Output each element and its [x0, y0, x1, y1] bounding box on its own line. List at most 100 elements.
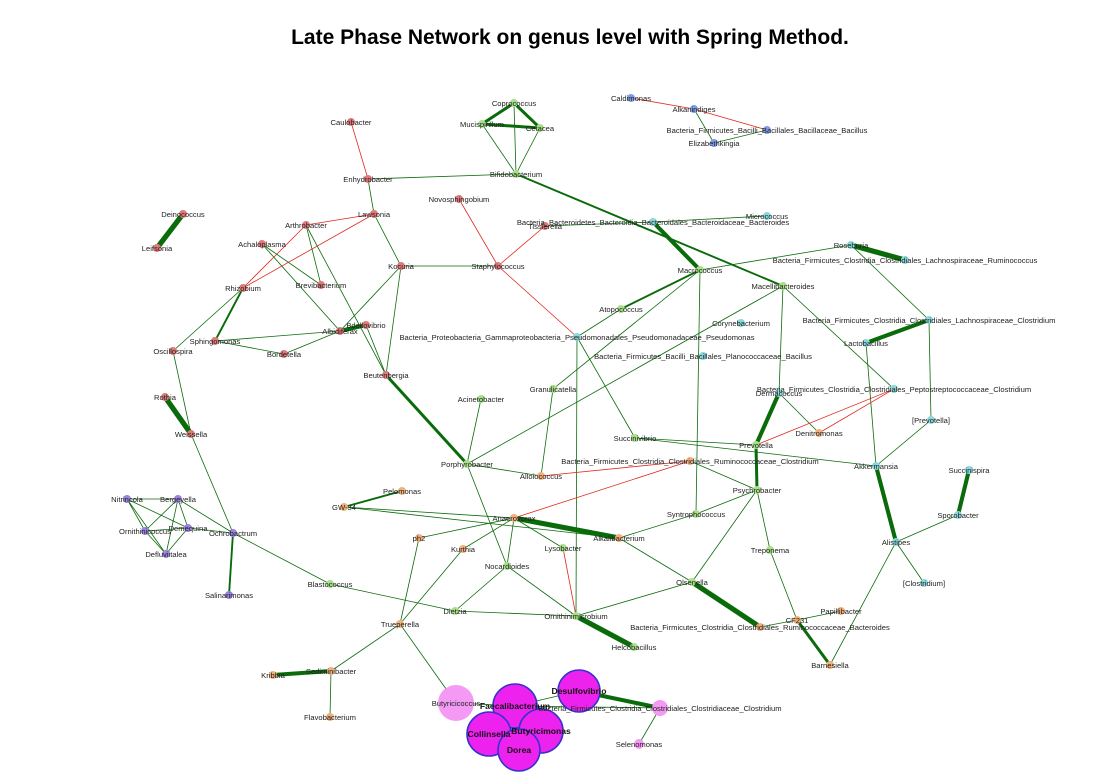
- node-Syntrophococcus[interactable]: [692, 510, 700, 518]
- node-Sphingomonas[interactable]: [211, 337, 219, 345]
- node-Truepereila[interactable]: [396, 620, 404, 628]
- node-Defluviitalea[interactable]: [162, 550, 170, 558]
- node-label-Dorea: Dorea: [507, 745, 532, 755]
- node-Mucispirillum[interactable]: [478, 120, 486, 128]
- node-CF231[interactable]: [793, 616, 801, 624]
- edge-Syntrophococcus-Alkalibacterium: [618, 513, 697, 539]
- node-Selenomonas[interactable]: [634, 739, 644, 749]
- node-label-Denitromonas: Denitromonas: [795, 429, 842, 438]
- node-Leifsonia[interactable]: [153, 244, 161, 252]
- node-Atopococcus[interactable]: [617, 305, 625, 313]
- edge-Blastococcus-Dietzia: [329, 583, 456, 612]
- node-Elizabethkingia[interactable]: [710, 139, 718, 147]
- node-Bergeyella[interactable]: [174, 495, 182, 503]
- node-Olsenella[interactable]: [688, 578, 696, 586]
- node-Succinivibrio[interactable]: [631, 434, 639, 442]
- node-Macrococcus[interactable]: [696, 266, 704, 274]
- node-Albidiferax[interactable]: [336, 327, 344, 335]
- node-Acinetobacter[interactable]: [477, 395, 485, 403]
- node-Cetacea[interactable]: [536, 124, 544, 132]
- node-Corynebacterium[interactable]: [737, 319, 745, 327]
- node-Kribbia[interactable]: [269, 671, 277, 679]
- node-Lawsonia[interactable]: [370, 210, 378, 218]
- node-Ochrobactrum[interactable]: [229, 529, 237, 537]
- node-Roseburia[interactable]: [847, 241, 855, 249]
- node-Marinilabiliaceae[interactable]: [779, 282, 787, 290]
- node-Pelomonas[interactable]: [398, 487, 406, 495]
- node-Salinarimonas[interactable]: [225, 591, 233, 599]
- node-Clostridium[interactable]: [920, 579, 928, 587]
- node-BFCCRB[interactable]: [756, 623, 764, 631]
- node-Barnesiella[interactable]: [826, 661, 834, 669]
- node-Alistipes[interactable]: [892, 538, 900, 546]
- node-Deinococcus[interactable]: [179, 210, 187, 218]
- node-Akkermansia[interactable]: [872, 462, 880, 470]
- node-Alkalibacterium[interactable]: [615, 534, 623, 542]
- node-Caulobacter[interactable]: [347, 118, 355, 126]
- node-BFCCPC[interactable]: [890, 385, 898, 393]
- node-BBBBB[interactable]: [649, 218, 657, 226]
- node-Rothia[interactable]: [161, 393, 169, 401]
- node-ph2[interactable]: [415, 534, 423, 542]
- node-BFCCRC[interactable]: [686, 457, 694, 465]
- node-Sporobacter[interactable]: [954, 511, 962, 519]
- node-Lactobacillus[interactable]: [862, 339, 870, 347]
- node-Bdellovibrio[interactable]: [362, 321, 370, 329]
- node-Brevibacterium[interactable]: [317, 281, 325, 289]
- node-Porphyrobacter[interactable]: [463, 460, 471, 468]
- node-Alkanindiges[interactable]: [690, 105, 698, 113]
- node-Rhizobium[interactable]: [239, 284, 247, 292]
- node-Enhydrobacter[interactable]: [364, 175, 372, 183]
- node-Beutenbergia[interactable]: [382, 371, 390, 379]
- node-Desulfovibrio[interactable]: [557, 669, 601, 713]
- node-Helcobacillus[interactable]: [630, 643, 638, 651]
- node-Treponema[interactable]: [766, 546, 774, 554]
- edge-Dermacoccus-Prevotella2: [753, 390, 782, 448]
- node-Kurthia[interactable]: [459, 545, 467, 553]
- node-Nocardioides[interactable]: [503, 562, 511, 570]
- node-Granulicatella[interactable]: [549, 385, 557, 393]
- node-Alloiococcus[interactable]: [537, 472, 545, 480]
- node-Staphylococcus[interactable]: [494, 262, 502, 270]
- node-Anaerovorax[interactable]: [510, 514, 518, 522]
- node-Novosphingobium[interactable]: [455, 195, 463, 203]
- node-Dorea[interactable]: [497, 728, 541, 772]
- node-Coprococcus[interactable]: [510, 99, 518, 107]
- node-Caldimonas[interactable]: [627, 94, 635, 102]
- node-BFCCCC[interactable]: [652, 700, 668, 716]
- node-Bordetella[interactable]: [280, 350, 288, 358]
- node-BFBBPB[interactable]: [699, 352, 707, 360]
- node-Oscillospira[interactable]: [169, 347, 177, 355]
- node-Prevotella2[interactable]: [752, 441, 760, 449]
- node-Micrococcus[interactable]: [763, 212, 771, 220]
- node-Achaloplasma[interactable]: [258, 240, 266, 248]
- node-Tissierella[interactable]: [541, 222, 549, 230]
- node-Demequina[interactable]: [184, 524, 192, 532]
- node-Butyricicoccus[interactable]: [438, 685, 474, 721]
- node-Ornithinimicrobium[interactable]: [572, 612, 580, 620]
- node-Ornithinicoccus[interactable]: [141, 527, 149, 535]
- node-Kocuria[interactable]: [397, 262, 405, 270]
- node-Dietzia[interactable]: [451, 607, 459, 615]
- node-Blastococcus[interactable]: [326, 580, 334, 588]
- node-Lysobacter[interactable]: [559, 544, 567, 552]
- edge-Granulicatella-Alloiococcus: [540, 388, 554, 477]
- node-BPGPPP[interactable]: [573, 333, 581, 341]
- node-Arthrobacter[interactable]: [302, 221, 310, 229]
- node-Weissella[interactable]: [187, 430, 195, 438]
- edge-Anaerovorax-Alkalibacterium: [511, 515, 622, 541]
- node-Papillibacter[interactable]: [837, 607, 845, 615]
- node-Nitrincola[interactable]: [123, 495, 131, 503]
- node-Flavobacterium[interactable]: [326, 713, 334, 721]
- node-Succinispira[interactable]: [965, 466, 973, 474]
- node-GW34[interactable]: [340, 503, 348, 511]
- node-BFBBB[interactable]: [763, 126, 771, 134]
- node-Prevotella[interactable]: [927, 416, 935, 424]
- node-Psychrobacter[interactable]: [753, 486, 761, 494]
- node-BFCCLR[interactable]: [901, 256, 909, 264]
- node-BFCCLC[interactable]: [925, 316, 933, 324]
- node-Bifidobacterium[interactable]: [512, 170, 520, 178]
- node-Dermacoccus[interactable]: [775, 389, 783, 397]
- node-Sediminibacter[interactable]: [327, 667, 335, 675]
- node-Denitromonas[interactable]: [815, 429, 823, 437]
